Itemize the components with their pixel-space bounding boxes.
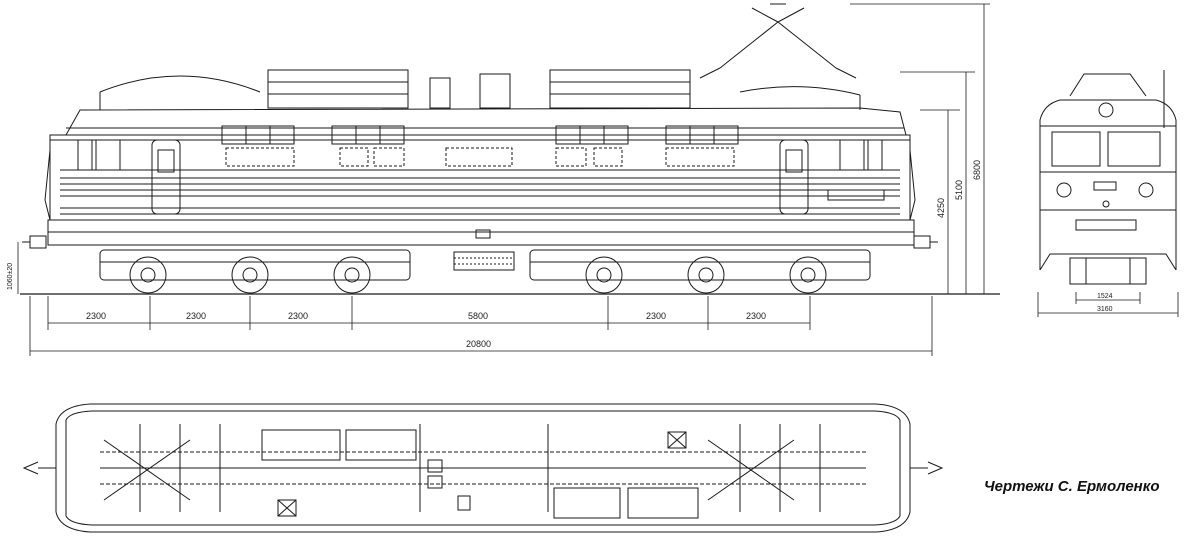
wheels xyxy=(129,256,827,294)
dim-label: 5800 xyxy=(468,311,488,321)
dim-label: 2300 xyxy=(86,311,106,321)
dimension-labels: 2300 2300 2300 5800 2300 2300 20800 4250… xyxy=(7,160,1113,349)
dimension-lines xyxy=(17,3,990,356)
coupler-height-label: 1060±20 xyxy=(7,263,14,290)
height-label: 6800 xyxy=(972,160,982,180)
bogie-left xyxy=(99,249,411,281)
bogie-right xyxy=(529,249,871,281)
end-dim-label: 3160 xyxy=(1097,306,1113,313)
drawing-credit: Чертежи С. Ермоленко xyxy=(984,478,1160,495)
roof-crossmembers xyxy=(139,424,821,512)
roof-equipment xyxy=(99,69,861,110)
top-view xyxy=(22,403,944,533)
machine-room-windows xyxy=(225,147,735,167)
dim-label: 2300 xyxy=(646,311,666,321)
end-dim-label: 1524 xyxy=(1097,293,1113,300)
height-label: 4250 xyxy=(936,198,946,218)
dim-label: 2300 xyxy=(288,311,308,321)
dim-label: 2300 xyxy=(186,311,206,321)
side-view xyxy=(20,3,1000,295)
height-label: 5100 xyxy=(954,180,964,200)
louvre-grilles xyxy=(221,125,739,145)
overall-length-label: 20800 xyxy=(466,339,491,349)
dim-label: 2300 xyxy=(746,311,766,321)
pantograph xyxy=(699,3,857,79)
end-view xyxy=(1037,70,1179,317)
